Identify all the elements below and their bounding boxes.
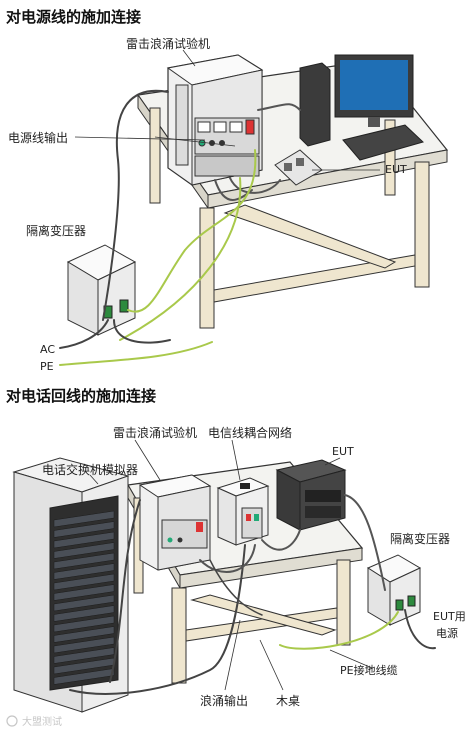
label-coupling-network: 电信线耦合网络 [208, 425, 292, 440]
section-power-line-connection: 对电源线的施加连接 [6, 8, 449, 373]
label-eut-1: EUT [385, 163, 407, 176]
section2-title: 对电话回线的施加连接 [6, 387, 156, 405]
surge-tester-1 [166, 54, 264, 186]
rack-unit [53, 552, 115, 570]
isolation-transformer-1 [66, 244, 137, 336]
label-isolation-transformer-2: 隔离变压器 [390, 531, 450, 546]
eut-device-2 [275, 459, 347, 531]
leaders-section2 [89, 439, 373, 691]
rack-unit [53, 636, 115, 654]
rack-unit [53, 668, 115, 685]
label-surge-tester-2: 雷击浪涌试验机 [113, 425, 197, 440]
rack-unit [53, 626, 115, 643]
rack-unit [53, 605, 115, 622]
label-ac: AC [40, 343, 55, 356]
rack-unit [53, 615, 115, 633]
rack-units [53, 510, 115, 685]
isolation-transformer-2 [366, 554, 422, 626]
cables-section2 [69, 494, 436, 695]
label-power-output: 电源线输出 [8, 130, 68, 145]
label-eut-2: EUT [332, 445, 354, 458]
cables-section1 [59, 89, 301, 366]
label-surge-output: 浪涌输出 [200, 693, 248, 708]
label-eut-power-line2: 电源 [436, 626, 458, 640]
label-pe-ground-cable: PE接地线缆 [340, 663, 398, 677]
label-exchange-simulator: 电话交换机模拟器 [42, 462, 138, 477]
surge-tester-2 [138, 474, 212, 571]
label-pe: PE [40, 360, 54, 373]
rack-unit [53, 573, 115, 591]
watermark-text: 大盟测试 [22, 715, 62, 728]
leaders-section1 [74, 49, 380, 171]
rack-unit [53, 584, 115, 601]
rack-unit [53, 563, 115, 580]
rack-unit [53, 531, 115, 549]
section-telephone-line-connection: 对电话回线的施加连接 [6, 387, 466, 713]
rack-unit [53, 542, 115, 559]
label-wood-table: 木桌 [276, 694, 300, 708]
label-eut-power-line1: EUT用 [433, 610, 466, 623]
rack-unit [53, 510, 115, 528]
rack-unit [53, 521, 115, 538]
label-isolation-transformer-1: 隔离变压器 [26, 223, 86, 238]
computer-station [299, 54, 424, 161]
rack-unit [53, 594, 115, 612]
watermark: 大盟测试 [6, 715, 62, 728]
rack-unit [53, 647, 115, 664]
section1-title: 对电源线的施加连接 [6, 8, 141, 26]
label-surge-tester-1: 雷击浪涌试验机 [126, 36, 210, 51]
coupling-network [216, 477, 270, 546]
